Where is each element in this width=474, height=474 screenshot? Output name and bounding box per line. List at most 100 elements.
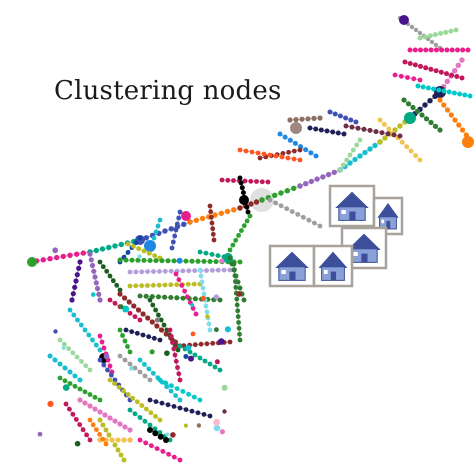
node (427, 33, 433, 39)
node (142, 373, 148, 379)
node (150, 282, 156, 288)
node (343, 123, 349, 129)
node (112, 442, 118, 448)
node (254, 179, 259, 184)
node (70, 291, 76, 297)
node (137, 293, 143, 299)
node (109, 437, 115, 443)
node (87, 367, 93, 373)
node (428, 66, 434, 72)
node (357, 153, 363, 159)
node (147, 377, 153, 383)
node (190, 331, 196, 337)
node (204, 268, 209, 273)
node (57, 361, 63, 367)
node (210, 231, 216, 237)
node (308, 150, 314, 156)
node (66, 346, 71, 351)
node (70, 411, 76, 417)
node (224, 208, 231, 215)
node (312, 220, 317, 226)
node (133, 269, 139, 275)
node (233, 237, 239, 243)
node (453, 27, 459, 33)
node (101, 345, 107, 351)
node (355, 125, 361, 131)
node (237, 259, 243, 265)
diagram-title: Clustering nodes (54, 76, 282, 106)
node (177, 209, 183, 215)
node (418, 47, 423, 53)
house-icon (268, 244, 316, 288)
node (308, 178, 315, 185)
node (408, 148, 414, 154)
node (176, 257, 183, 264)
node (121, 457, 127, 463)
node (137, 235, 143, 241)
node (227, 267, 233, 273)
node (437, 127, 443, 133)
node (432, 32, 438, 38)
node (125, 241, 131, 247)
node (127, 407, 133, 413)
node (102, 412, 108, 418)
node (197, 355, 203, 361)
node (147, 258, 153, 263)
node (354, 142, 360, 148)
node (132, 365, 138, 371)
node (232, 273, 238, 279)
node (173, 393, 179, 398)
node (456, 122, 462, 128)
node (130, 243, 136, 249)
node (67, 369, 73, 375)
node (129, 329, 135, 335)
node (146, 250, 152, 256)
hub-node (462, 136, 474, 148)
node (347, 152, 353, 158)
house-icon (340, 226, 388, 270)
node (198, 273, 204, 279)
node (417, 77, 423, 83)
node (159, 400, 165, 406)
node (234, 296, 240, 302)
node (129, 366, 134, 371)
node (115, 437, 121, 443)
node (137, 369, 143, 375)
node (170, 432, 176, 438)
node (320, 174, 326, 180)
node (291, 156, 297, 162)
node (82, 389, 88, 395)
node (238, 180, 244, 186)
node (87, 392, 93, 397)
node (207, 327, 213, 333)
node (99, 246, 106, 252)
node (443, 29, 449, 35)
node (195, 410, 201, 416)
node (231, 261, 237, 267)
node (176, 215, 182, 221)
node (92, 406, 98, 412)
node (134, 330, 140, 336)
node (129, 257, 135, 263)
node (431, 86, 437, 92)
node (97, 417, 103, 423)
node (90, 422, 96, 428)
node (143, 440, 149, 446)
node (121, 388, 126, 394)
node (69, 297, 75, 303)
house-window (353, 252, 358, 256)
node (451, 90, 457, 96)
node (105, 367, 110, 373)
node (291, 185, 297, 191)
node (236, 291, 243, 297)
node (153, 307, 159, 313)
node (211, 237, 217, 243)
house-door (386, 221, 391, 229)
house-door (349, 211, 356, 221)
node (191, 281, 197, 287)
node (233, 279, 238, 284)
node (459, 75, 465, 81)
node (385, 131, 391, 137)
node (103, 427, 109, 433)
